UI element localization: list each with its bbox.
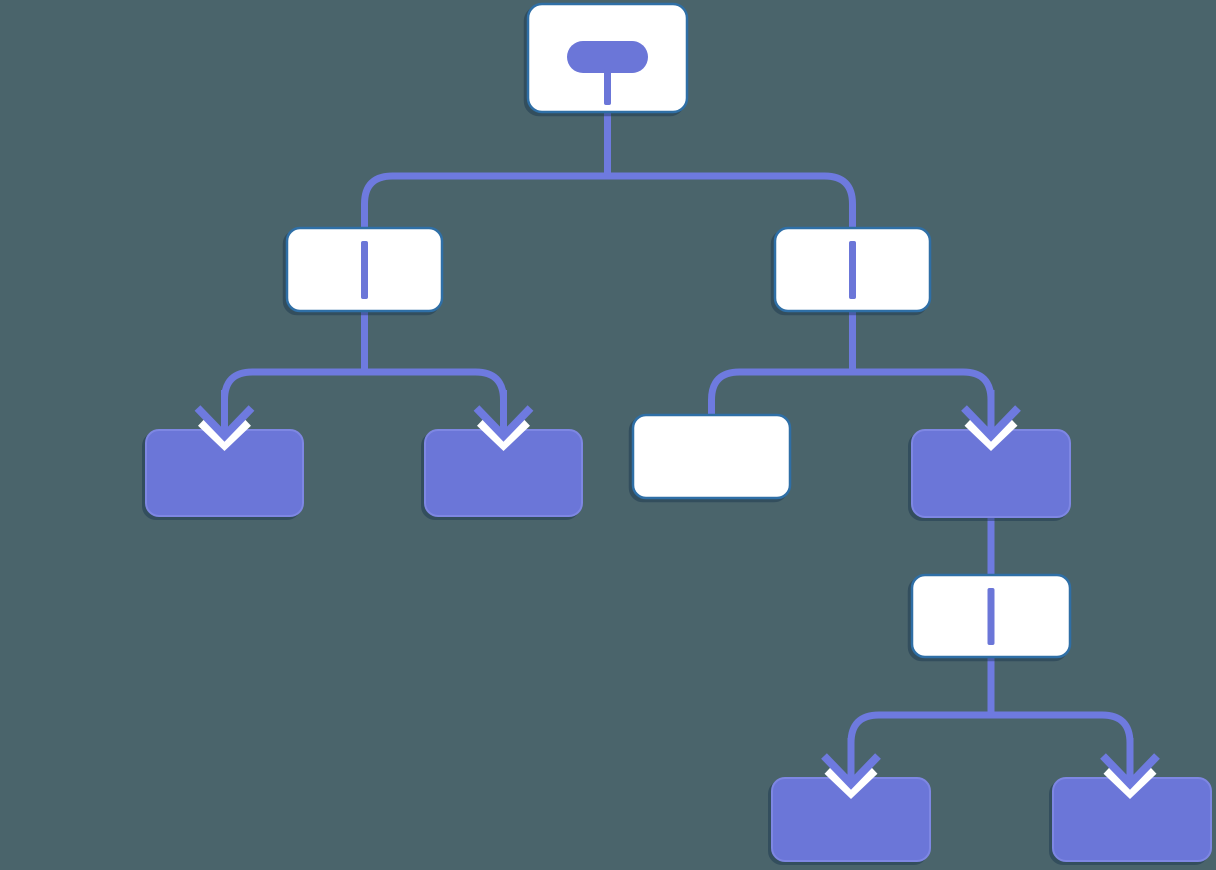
vertical-bar-icon (361, 241, 368, 299)
pill-stem-icon (604, 68, 611, 105)
connector-branch-right-to-children (708, 308, 995, 434)
node-child-right-white[interactable] (631, 413, 792, 500)
double-chevron-arrow-icon (473, 390, 534, 451)
edge-rail-level5 (847, 711, 1134, 782)
edge-rail-right-level3 (708, 368, 995, 434)
vertical-bar-icon (849, 241, 856, 299)
node-branch-left[interactable] (285, 226, 444, 313)
double-chevron-arrow-icon (821, 738, 881, 799)
node-pass-through[interactable] (910, 573, 1072, 659)
node-child-right-white-card[interactable] (631, 413, 792, 500)
connector-root-to-branches (361, 110, 856, 231)
vertical-bar-icon (987, 588, 995, 645)
node-branch-right[interactable] (773, 226, 932, 313)
connector-branch-left-to-leaves (221, 308, 507, 434)
double-chevron-arrow-icon (194, 390, 255, 451)
double-chevron-arrow-icon (1100, 738, 1160, 799)
double-chevron-arrow-icon (961, 390, 1021, 451)
connector-passthrough-to-bottom (847, 654, 1134, 782)
node-root[interactable] (526, 2, 689, 114)
edge-rail-level2 (361, 172, 856, 231)
pill-placeholder-icon (567, 41, 648, 73)
edge-rail-left-level3 (221, 368, 507, 434)
